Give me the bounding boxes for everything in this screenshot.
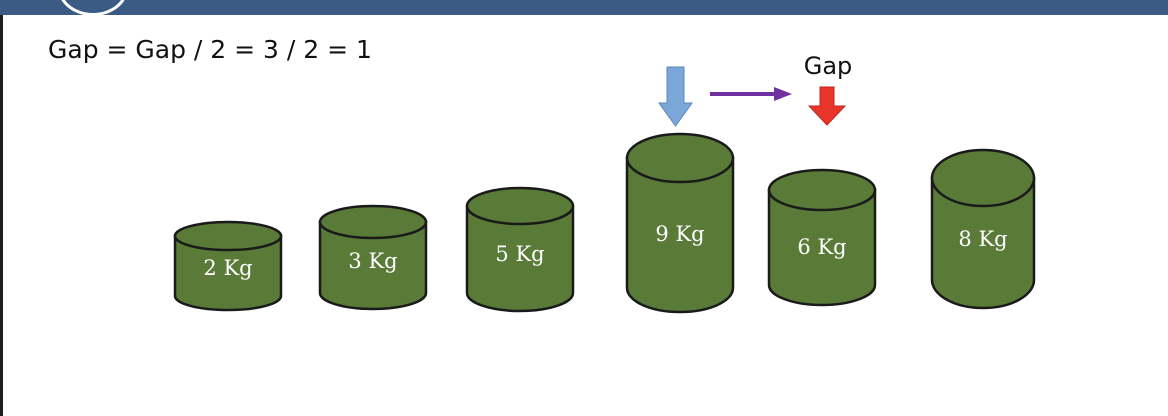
weight-label: 5 Kg [495, 242, 544, 266]
cylinder-body [625, 156, 735, 314]
weight-cylinder-8: 8 Kg [930, 148, 1036, 310]
cylinder-top [930, 148, 1036, 208]
cylinder-top [767, 168, 877, 212]
cylinders-group: 2 Kg 3 Kg 5 Kg 9 Kg 6 Kg 8 Kg [173, 132, 1036, 314]
cylinder-top [465, 186, 575, 226]
gap-target-pointer-icon [807, 86, 847, 126]
cylinder-body [465, 204, 575, 313]
weight-cylinder-2: 2 Kg [173, 220, 283, 312]
weight-label: 2 Kg [203, 256, 252, 280]
weight-cylinder-6: 6 Kg [767, 168, 877, 307]
weight-label: 6 Kg [797, 235, 846, 259]
weight-cylinder-5: 5 Kg [465, 186, 575, 313]
cylinder-body [173, 234, 283, 312]
weight-label: 3 Kg [348, 249, 397, 273]
weight-cylinder-3: 3 Kg [318, 204, 428, 311]
cylinder-body [767, 188, 877, 307]
gap-label: Gap [804, 52, 853, 80]
weight-cylinder-9: 9 Kg [625, 132, 735, 314]
cylinder-top [173, 220, 283, 252]
weight-label: 8 Kg [958, 227, 1007, 251]
weight-label: 9 Kg [655, 222, 704, 246]
gap-jump-arrow-icon [710, 87, 792, 101]
header-bar [0, 0, 1168, 16]
gap-formula: Gap = Gap / 2 = 3 / 2 = 1 [48, 35, 372, 64]
cylinder-body [930, 176, 1036, 310]
cylinder-top [625, 132, 735, 184]
cylinder-top [318, 204, 428, 240]
cylinder-body [318, 220, 428, 311]
current-pointer-icon [658, 66, 693, 127]
